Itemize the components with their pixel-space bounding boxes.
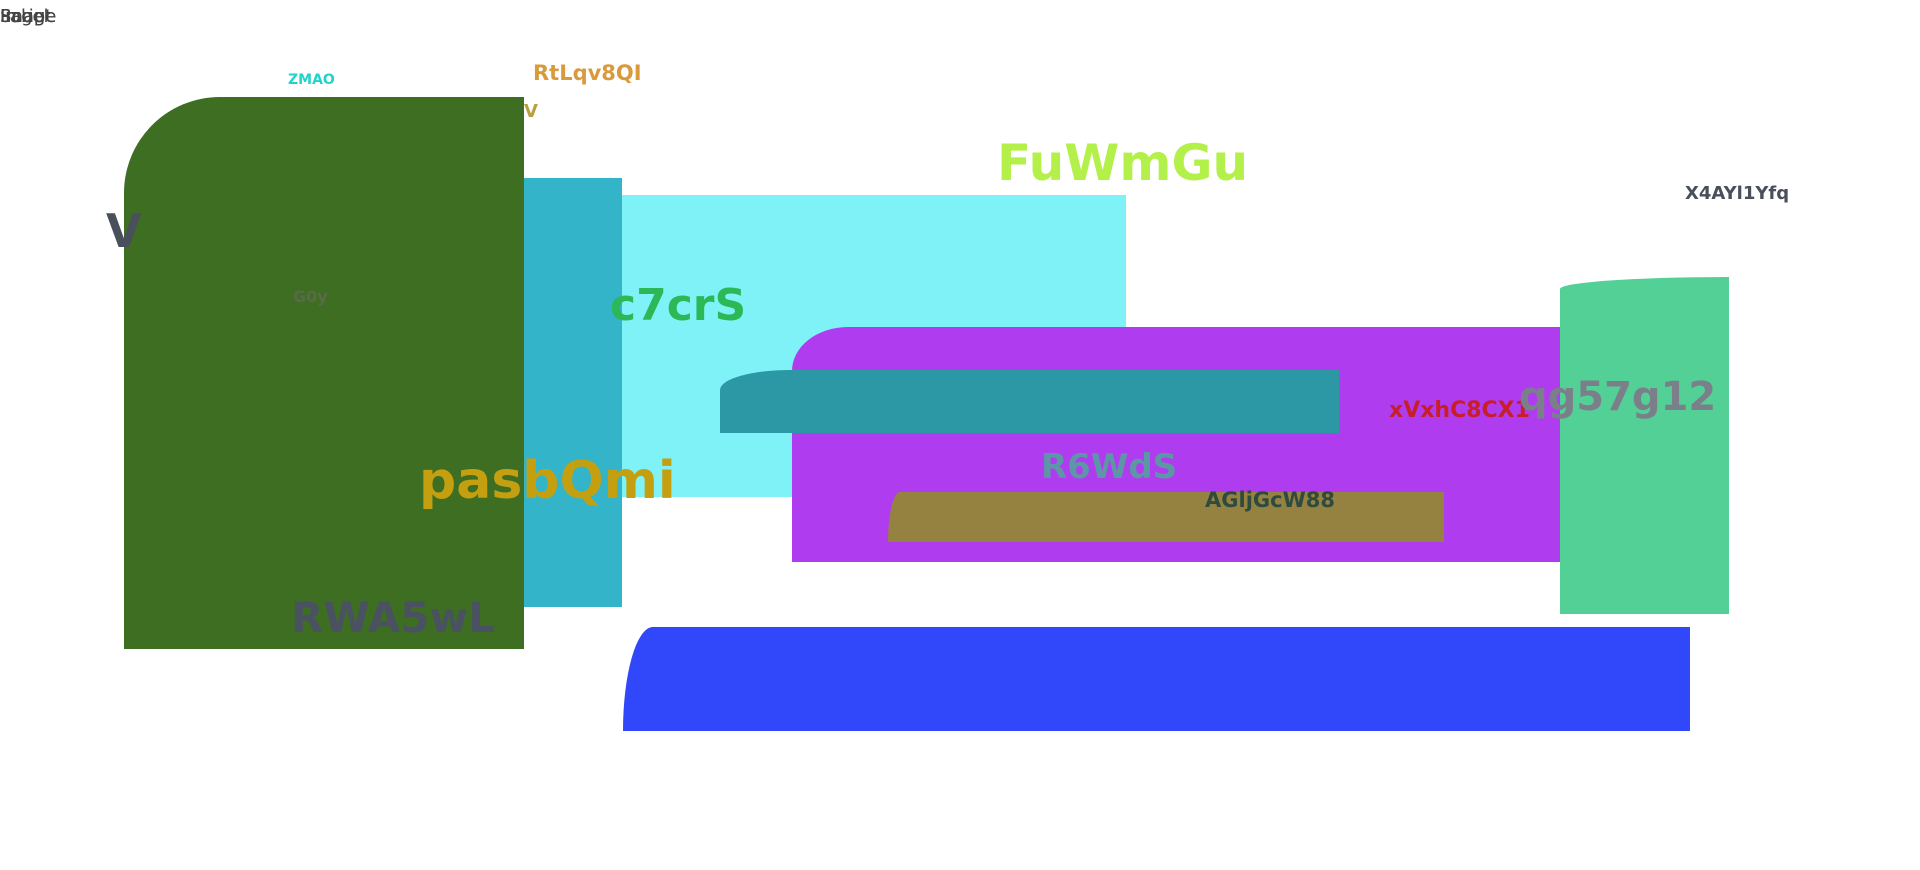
- label-agljgcw88: AGljGcW88: [1205, 488, 1335, 512]
- overlap-word: Image: [0, 6, 57, 27]
- olive-bar: [888, 492, 1444, 542]
- label-qg57g12: qg57g12: [1519, 374, 1717, 420]
- label-xvxhc8cx1: xVxhC8CX1: [1389, 398, 1530, 423]
- overlap-word: Script: [0, 6, 53, 27]
- label-rtlqv8qi: RtLqv8QI: [533, 61, 642, 85]
- mint-column: [1560, 277, 1729, 614]
- label-big-v: V: [106, 204, 142, 258]
- overlap-word: Label: [0, 6, 49, 27]
- blue-bar: [623, 627, 1690, 731]
- label-pasbqmi: pasbQmi: [419, 451, 676, 511]
- label-fuwmgu: FuWmGu: [997, 134, 1249, 192]
- overlap-word: Page: [0, 6, 44, 27]
- label-g0y: G0y: [293, 287, 328, 306]
- label-small-v: V: [524, 101, 538, 122]
- teal-column: [524, 178, 622, 607]
- label-rwa5wl: RWA5wL: [291, 593, 496, 642]
- overlap-word: Image: [0, 6, 57, 27]
- dark-green-panel: [124, 97, 524, 649]
- teal-bar: [720, 370, 1339, 433]
- label-r6wds: R6WdS: [1041, 447, 1178, 487]
- label-zmao: ZMAO: [288, 72, 335, 88]
- label-x4ayl1yfq: X4AYl1Yfq: [1685, 183, 1790, 204]
- label-c7crs: c7crS: [610, 280, 747, 331]
